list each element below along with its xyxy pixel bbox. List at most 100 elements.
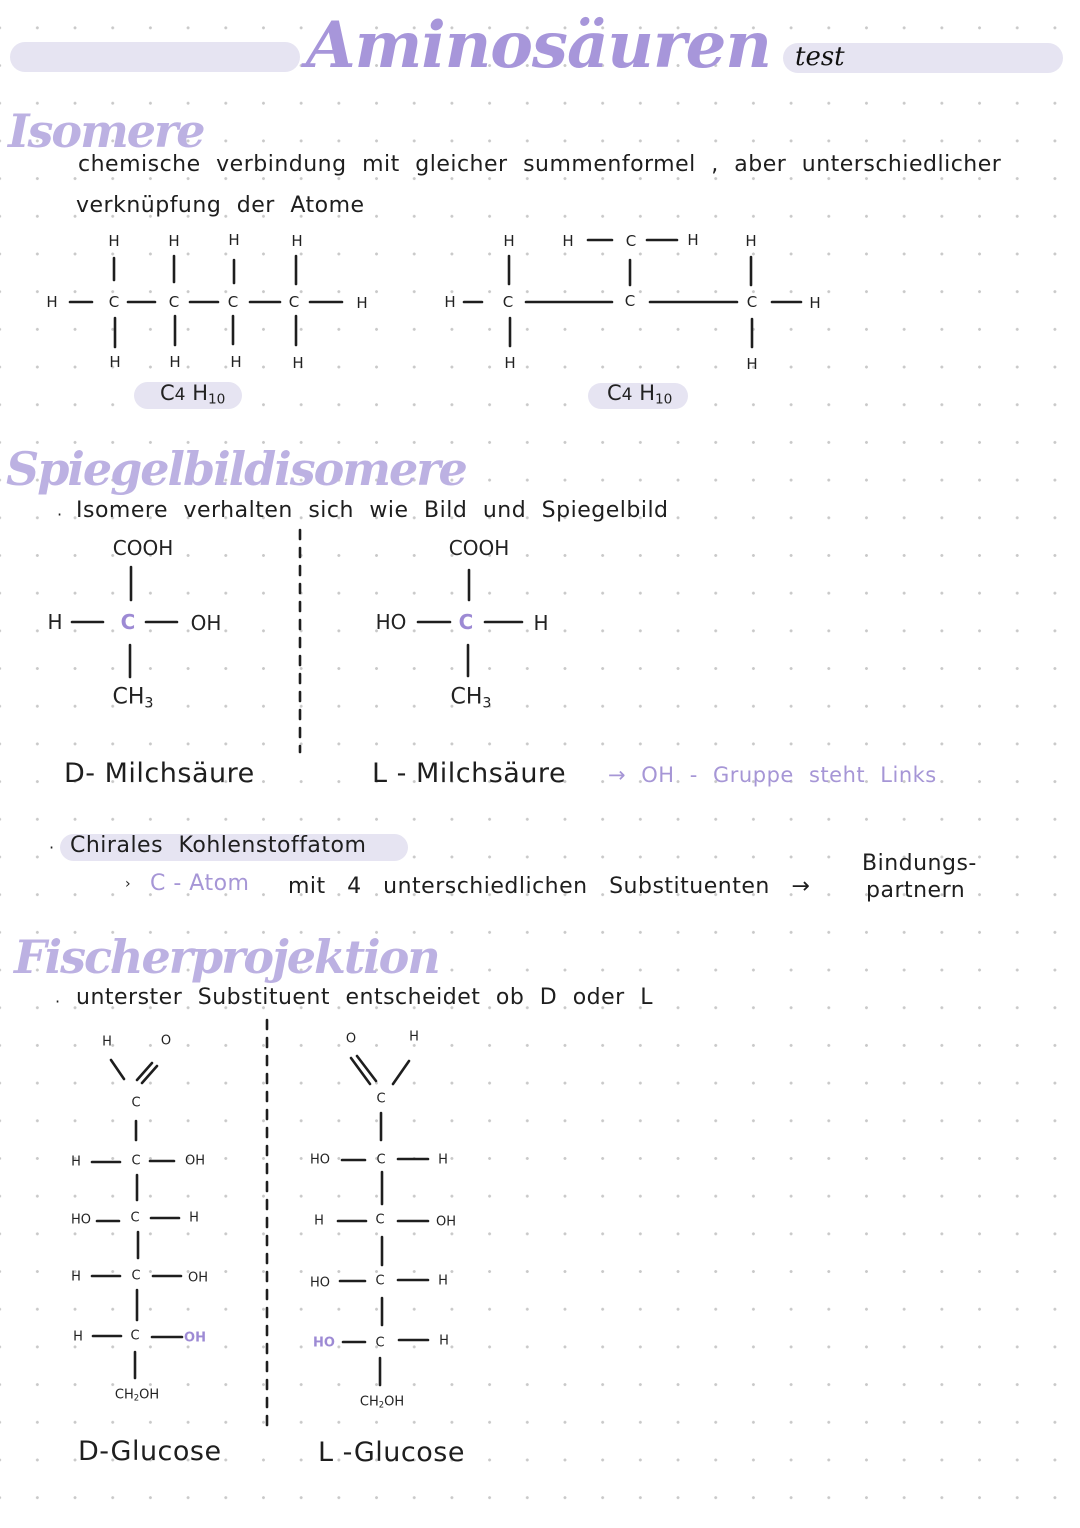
atom-h: H (168, 232, 180, 250)
formula-pill-a (134, 382, 242, 409)
title-bar-left (10, 42, 300, 72)
formula-a: C4 H10 (160, 381, 225, 407)
atom-h: H (292, 354, 304, 372)
atom-c: C (288, 293, 300, 311)
atom-h: H (228, 231, 240, 249)
chiral-prefix: C - Atom (150, 871, 250, 896)
atom-h: H (562, 232, 574, 250)
row-right: H (189, 1210, 199, 1226)
formula-n2: 10 (207, 391, 226, 408)
oh-group-note: → OH - Gruppe steht Links (608, 763, 937, 787)
page-title: Aminosäuren (306, 8, 772, 83)
title-tag: test (795, 42, 845, 72)
row-right: OH (187, 1270, 209, 1286)
row-right: OH (435, 1214, 457, 1230)
fischer-bullet: unterster Substituent entscheidet ob D o… (76, 985, 653, 1010)
ch-text: CH (112, 684, 145, 710)
atom-h: H (46, 293, 58, 311)
chiral-text: mit 4 unterschiedlichen Substituenten → (288, 874, 811, 899)
bullet-dot: · (57, 505, 63, 524)
label-d-milchsaeure: D- Milchsäure (64, 758, 255, 789)
row-left: H (314, 1213, 324, 1229)
atom-h: H (533, 611, 549, 635)
formula-n1: 4 (621, 385, 633, 405)
row-center: C (376, 1152, 386, 1168)
spiegelbild-bullet: Isomere verhalten sich wie Bild und Spie… (76, 498, 669, 523)
group-ch2oh: CH2OH (360, 1394, 404, 1409)
chiral-carbon: C (458, 610, 474, 634)
row-right: H (438, 1152, 448, 1168)
atom-c: C (376, 1091, 386, 1107)
atom-c: C (746, 293, 758, 311)
label-d-glucose: D-Glucose (78, 1436, 222, 1467)
atom-c: C (108, 293, 120, 311)
chiral-suffix-line2: partnern (866, 878, 966, 903)
ch-sub: 2 (133, 1392, 140, 1403)
atom-h: H (108, 232, 120, 250)
section-heading-spiegelbildisomere: Spiegelbildisomere (6, 442, 468, 496)
highlighted-oh: OH (184, 1330, 206, 1346)
ch-sub: 3 (482, 695, 492, 712)
row-left: HO (309, 1275, 331, 1291)
row-center: C (375, 1335, 385, 1351)
atom-o: O (345, 1031, 357, 1047)
atom-h: H (230, 353, 242, 371)
atom-c: C (168, 293, 180, 311)
atom-h: H (809, 294, 821, 312)
bullet-dot: · (55, 992, 61, 1011)
row-right: H (438, 1273, 448, 1289)
row-left: H (73, 1329, 83, 1345)
chiral-pill (60, 834, 408, 861)
atom-h: H (745, 232, 757, 250)
group-cooh: COOH (112, 536, 174, 560)
group-ch3: CH3 (450, 685, 491, 712)
atom-h: H (687, 231, 699, 249)
atom-h: H (109, 353, 121, 371)
ch-text: CH (114, 1387, 134, 1403)
atom-h: H (504, 354, 516, 372)
row-center: C (130, 1210, 140, 1226)
group-ch3: CH3 (112, 685, 153, 712)
highlighted-ho: HO (313, 1335, 335, 1351)
section-heading-fischerprojektion: Fischerprojektion (14, 930, 441, 984)
oh-text: OH (139, 1387, 160, 1403)
atom-c: C (227, 293, 239, 311)
atom-c: C (624, 292, 636, 310)
atom-h: H (444, 293, 456, 311)
formula-c: C (160, 381, 175, 405)
atom-c: C (131, 1095, 141, 1111)
ch-text: CH (450, 684, 483, 710)
label-l-glucose: L -Glucose (318, 1437, 465, 1468)
row-center: C (375, 1273, 385, 1289)
row-center: C (375, 1212, 385, 1228)
row-left: HO (309, 1152, 331, 1168)
row-center: C (130, 1328, 140, 1344)
isomere-definition-line2: verknüpfung der Atome (76, 193, 365, 218)
row-left: H (71, 1154, 81, 1170)
ch-text: CH (359, 1394, 379, 1410)
row-right: OH (184, 1153, 206, 1169)
group-ch2oh: CH2OH (115, 1387, 159, 1402)
atom-h: H (356, 294, 368, 312)
chiral-carbon: C (120, 610, 136, 634)
group-ho: HO (375, 610, 407, 634)
isomere-definition-line1: chemische verbindung mit gleicher summen… (78, 152, 1002, 177)
formula-b: C4 H10 (607, 381, 672, 407)
formula-pill-b (588, 383, 688, 409)
atom-h: H (291, 232, 303, 250)
chiral-label: Chirales Kohlenstoffatom (70, 833, 367, 858)
oh-text: OH (384, 1394, 405, 1410)
formula-c: C (607, 381, 622, 405)
group-oh: OH (190, 611, 222, 635)
formula-n1: 4 (174, 385, 186, 405)
title-bar-right (783, 43, 1063, 73)
atom-o: O (160, 1033, 172, 1049)
chiral-suffix-line1: Bindungs- (862, 851, 977, 876)
formula-h: H (192, 381, 208, 405)
formula-n2: 10 (654, 391, 673, 408)
atom-h: H (47, 610, 63, 634)
bullet-dot: · (49, 838, 55, 857)
row-center: C (131, 1153, 141, 1169)
row-left: HO (70, 1212, 92, 1228)
ch-sub: 3 (144, 695, 154, 712)
